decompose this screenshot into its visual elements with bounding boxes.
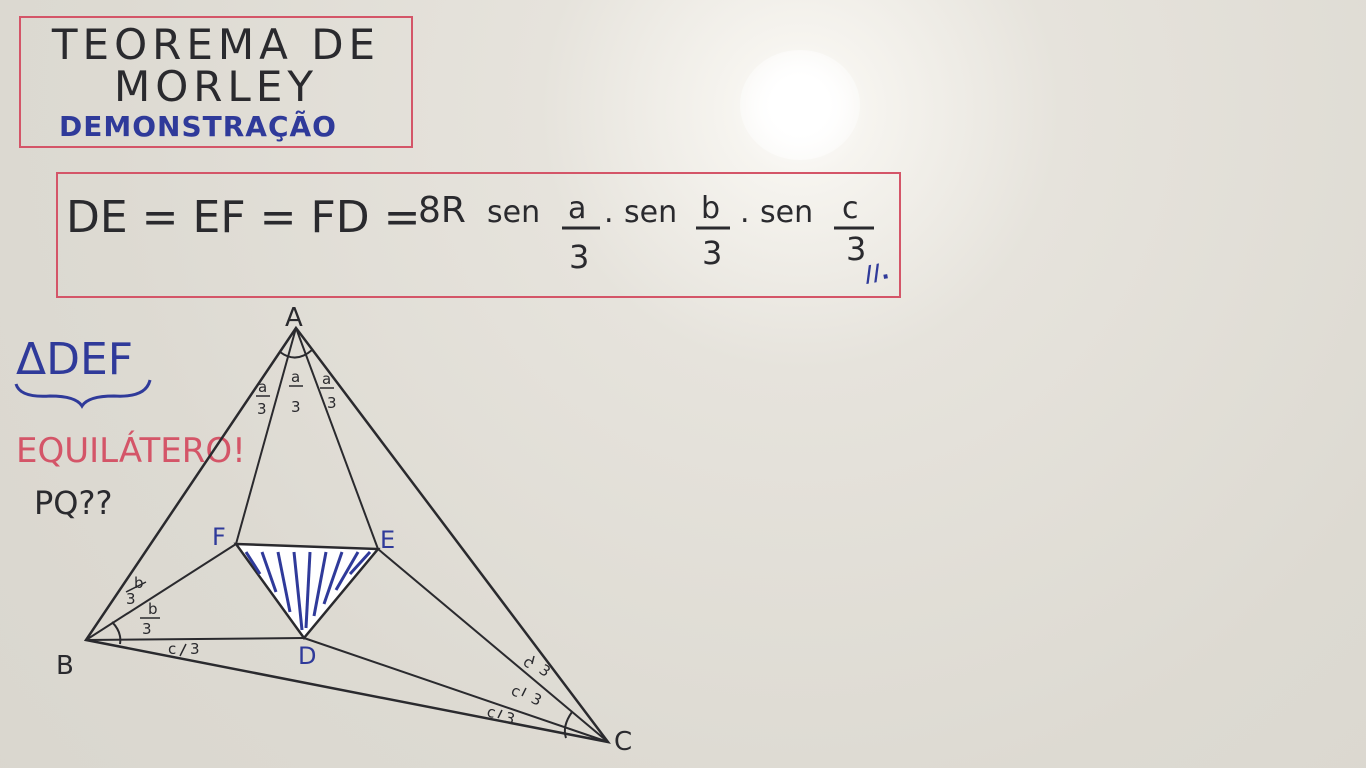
formula-dot-1: . <box>604 195 614 230</box>
formula-den-1: 3 <box>569 238 589 276</box>
angle-a-den-1: 3 <box>257 400 267 418</box>
angle-labels-b: b 3 b 3 c 3 <box>125 574 200 658</box>
note-claim: EQUILÁTERO! <box>16 430 246 471</box>
formula-sen-2: sen <box>624 195 677 230</box>
formula-coef: 8R <box>418 190 466 231</box>
note-question: PQ?? <box>34 484 112 522</box>
label-d: D <box>298 642 316 670</box>
angle-a-num-3: a <box>322 370 331 388</box>
angle-labels-a: a 3 a 3 a 3 <box>256 368 337 418</box>
angle-b-den-1: 3 <box>126 590 136 608</box>
angle-b-den-2: 3 <box>142 620 152 638</box>
label-c: C <box>614 727 632 757</box>
angle-arcs <box>111 349 573 739</box>
angle-c-den-2: 3 <box>528 689 544 709</box>
formula-den-2: 3 <box>702 234 722 272</box>
formula-num-c: c <box>842 191 859 226</box>
formula-end-mark: //. <box>863 259 891 288</box>
label-a: A <box>285 303 303 333</box>
formula-dot-2: . <box>740 195 750 230</box>
title-line-2: MORLEY <box>113 62 319 111</box>
angle-a-num-2: a <box>291 368 300 386</box>
angle-b-c-label: c <box>168 640 176 658</box>
note-triangle: ΔDEF <box>16 334 133 385</box>
angle-b-num-1: b <box>134 574 144 592</box>
angle-labels-c: c 3 c 3 c 3 <box>485 653 554 729</box>
subtitle: DEMONSTRAÇÃO <box>59 110 337 143</box>
angle-a-num-1: a <box>258 378 267 396</box>
triangle-abc <box>83 325 611 744</box>
angle-c-den-1: 3 <box>536 661 554 681</box>
angle-b-num-2: b <box>148 600 158 618</box>
label-f: F <box>212 523 226 551</box>
note-brace <box>14 379 152 409</box>
trisector-lines <box>85 327 609 743</box>
formula-box <box>56 172 901 298</box>
formula-sen-3: sen <box>760 195 813 230</box>
angle-a-den-2: 3 <box>291 398 301 416</box>
angle-c-den-3: 3 <box>503 708 517 728</box>
title-box: TEOREMA DE MORLEY DEMONSTRAÇÃO <box>19 16 413 148</box>
angle-b-c-den: 3 <box>190 640 200 658</box>
formula-lhs: DE = EF = FD = <box>66 192 421 243</box>
light-glare <box>740 50 860 160</box>
label-e: E <box>380 526 395 554</box>
angle-a-den-3: 3 <box>327 394 337 412</box>
title-line-1: TEOREMA DE <box>51 20 381 69</box>
formula-sen-1: sen <box>487 195 540 230</box>
formula-num-b: b <box>701 191 720 226</box>
formula-den-3: 3 <box>846 230 866 268</box>
label-b: B <box>56 651 74 681</box>
angle-c-num-2: c <box>508 681 523 701</box>
triangle-def-hatching <box>244 550 372 631</box>
formula-num-a: a <box>568 191 586 226</box>
